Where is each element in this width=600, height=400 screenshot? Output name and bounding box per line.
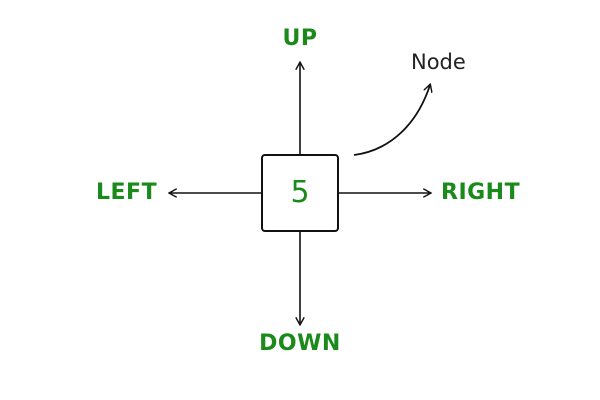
- direction-label-down: DOWN: [259, 331, 341, 356]
- node-box: 5: [261, 154, 339, 232]
- direction-label-up: UP: [282, 26, 318, 51]
- direction-label-right: RIGHT: [441, 180, 521, 205]
- node-value: 5: [290, 175, 310, 210]
- node-annotation-label: Node: [411, 50, 466, 74]
- annotation-pointer-arrow: [353, 85, 430, 156]
- direction-label-left: LEFT: [96, 180, 158, 205]
